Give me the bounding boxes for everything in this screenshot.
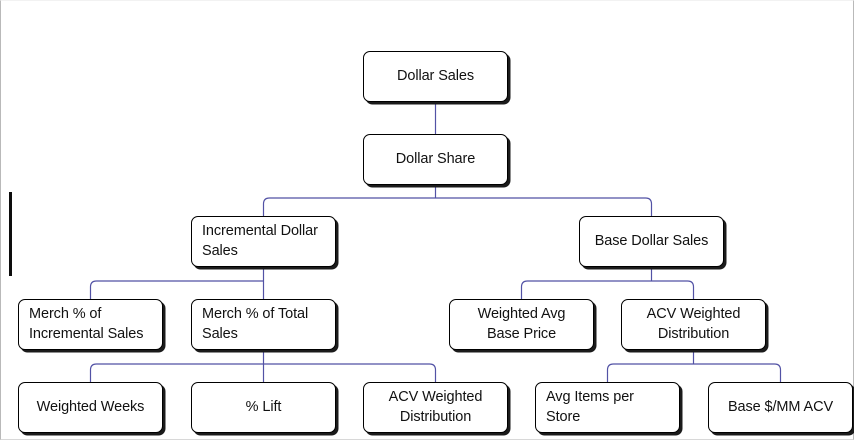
node-pct-lift[interactable]: % Lift xyxy=(191,382,336,433)
edge-merch-pct-total-to-weighted-weeks xyxy=(89,363,264,382)
node-label: Weighted Avg Base Price xyxy=(477,305,566,342)
slider-track-group[interactable] xyxy=(1,187,23,293)
vertical-slider[interactable] xyxy=(1,1,23,441)
node-label: ACV Weighted Distribution xyxy=(646,305,741,342)
node-label: Dollar Sales xyxy=(397,67,474,84)
edge-dollar-share-to-base-dollar-sales xyxy=(435,197,653,216)
edge-incremental-dollar-sales-to-merch-pct-incremental xyxy=(89,280,264,299)
edge-dollar-share-to-incremental-dollar-sales xyxy=(262,197,436,216)
node-label: Base $/MM ACV xyxy=(727,398,834,415)
edge-acv-weighted-dist-a-to-base-mm-acv xyxy=(693,363,782,382)
node-label: Dollar Share xyxy=(395,150,476,167)
node-label: % Lift xyxy=(245,398,282,415)
node-merch-pct-incremental[interactable]: Merch % of Incremental Sales xyxy=(18,299,163,350)
node-acv-weighted-dist-a[interactable]: ACV Weighted Distribution xyxy=(621,299,766,350)
node-weighted-avg-base-price[interactable]: Weighted Avg Base Price xyxy=(449,299,594,350)
node-incremental-dollar-sales[interactable]: Incremental Dollar Sales xyxy=(191,216,336,267)
edge-base-dollar-sales-to-acv-weighted-dist-a xyxy=(651,280,695,299)
node-label: Base Dollar Sales xyxy=(594,232,709,249)
node-acv-weighted-dist-b[interactable]: ACV Weighted Distribution xyxy=(363,382,508,433)
node-label: Merch % of Incremental Sales xyxy=(29,305,144,342)
edge-base-dollar-sales-to-weighted-avg-base-price xyxy=(520,280,652,299)
node-label: ACV Weighted Distribution xyxy=(388,388,483,425)
node-base-mm-acv[interactable]: Base $/MM ACV xyxy=(708,382,853,433)
node-label: Incremental Dollar Sales xyxy=(202,222,318,259)
node-avg-items-per-store[interactable]: Avg Items per Store xyxy=(535,382,680,433)
node-merch-pct-total[interactable]: Merch % of Total Sales xyxy=(191,299,336,350)
node-label: Avg Items per Store xyxy=(546,388,634,425)
edge-merch-pct-total-to-acv-weighted-dist-b xyxy=(263,363,437,382)
node-label: Weighted Weeks xyxy=(36,398,145,415)
node-base-dollar-sales[interactable]: Base Dollar Sales xyxy=(579,216,724,267)
node-label: Merch % of Total Sales xyxy=(202,305,309,342)
slider-track[interactable] xyxy=(9,192,12,276)
edge-acv-weighted-dist-a-to-avg-items-per-store xyxy=(606,363,694,382)
node-dollar-sales[interactable]: Dollar Sales xyxy=(363,51,508,102)
node-weighted-weeks[interactable]: Weighted Weeks xyxy=(18,382,163,433)
node-dollar-share[interactable]: Dollar Share xyxy=(363,134,508,185)
